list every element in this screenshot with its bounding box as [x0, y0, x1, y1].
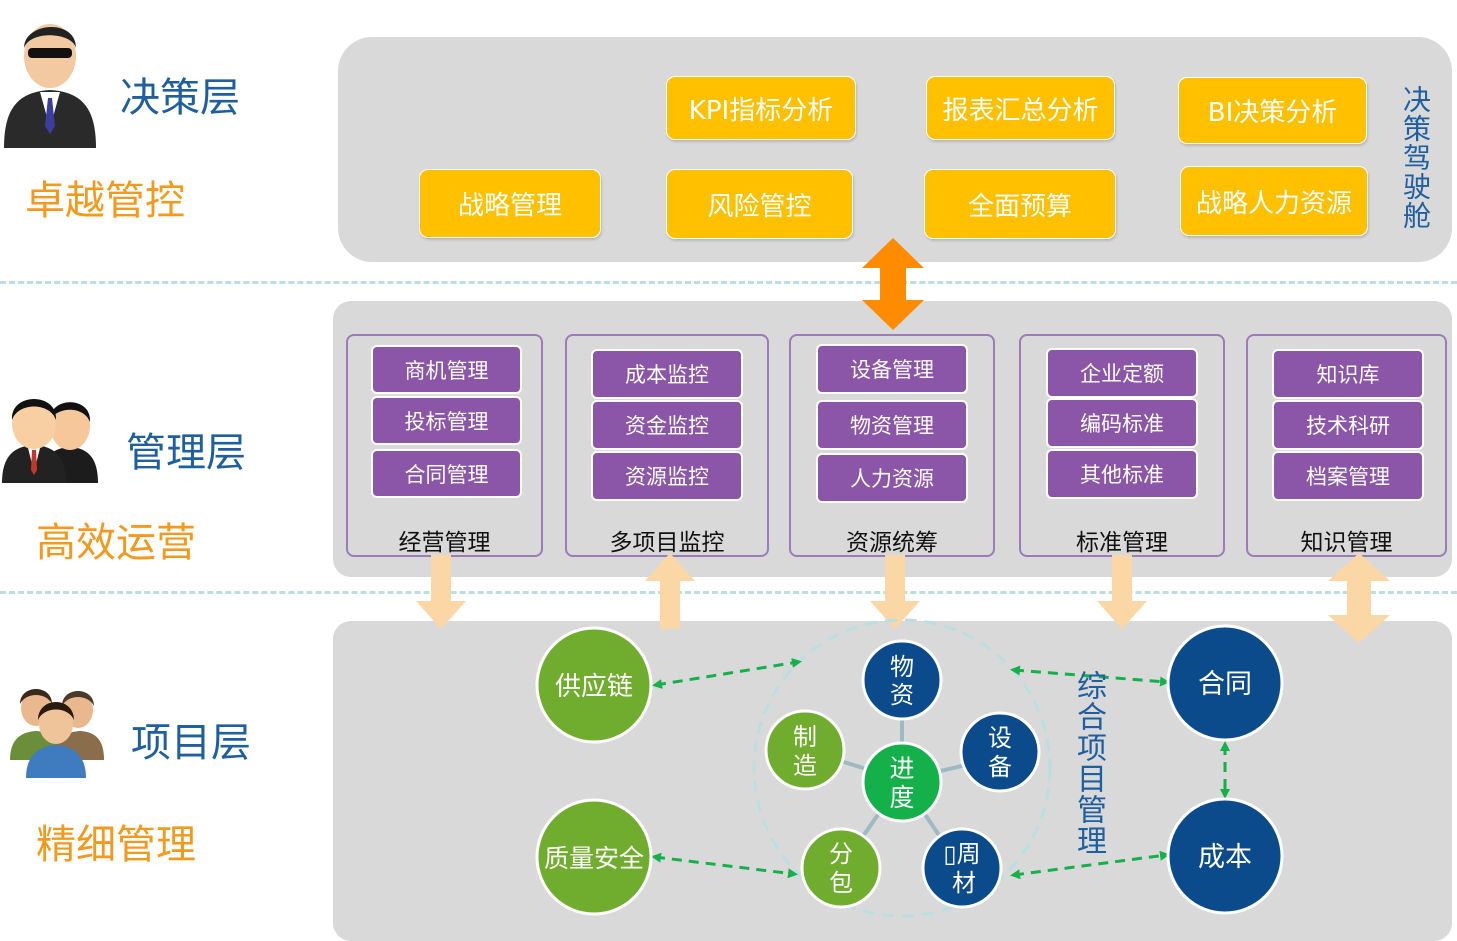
project-layer-subtitle: 精细管理 [36, 822, 196, 868]
project-layer-title: 项目层 [131, 720, 251, 766]
orange-double-arrow [862, 238, 924, 330]
subcontract-label-1: 分 [829, 840, 853, 868]
manufacturing-label-2: 造 [793, 752, 817, 780]
team-icon [10, 689, 104, 778]
archive-management-box[interactable]: 档案管理 [1272, 451, 1424, 501]
group-multi-project: 成本监控 资金监控 资源监控 多项目监控 [565, 334, 769, 557]
materials-node: 物 资 [861, 639, 943, 721]
quality-safety-label: 质量安全 [544, 844, 644, 873]
group-knowledge-title: 知识管理 [1300, 530, 1393, 556]
supply-chain-node: 供应链 [535, 626, 653, 744]
turnover-label-1: ▯周 [943, 840, 980, 868]
manufacturing-node: 制 造 [764, 709, 846, 791]
tech-research-box[interactable]: 技术科研 [1272, 400, 1424, 450]
progress-label-2: 度 [889, 783, 914, 812]
contract-node: 合同 [1166, 624, 1284, 742]
fund-monitoring-box[interactable]: 资金监控 [591, 400, 743, 450]
subcontract-node: 分 包 [800, 827, 882, 909]
turnover-label-2: 材 [952, 869, 976, 897]
risk-control-box[interactable]: 风险管控 [666, 169, 853, 239]
equipment-label-1: 设 [988, 724, 1012, 752]
pale-arrow-down-4 [1097, 555, 1147, 629]
progress-label-1: 进 [889, 754, 914, 783]
quality-safety-node: 质量安全 [535, 798, 653, 916]
pale-arrow-down-1 [416, 555, 466, 629]
progress-ring [752, 618, 1052, 918]
pale-arrow-down-3 [870, 555, 920, 629]
group-resources-title: 资源统筹 [846, 530, 938, 556]
kpi-analysis-box[interactable]: KPI指标分析 [666, 76, 856, 140]
equipment-management-box[interactable]: 设备管理 [816, 344, 968, 394]
pale-double-arrow-5 [1328, 553, 1390, 643]
materials-label-2: 资 [890, 681, 914, 709]
management-layer-title: 管理层 [126, 430, 246, 476]
opportunity-management-box[interactable]: 商机管理 [371, 345, 522, 394]
executive-icon [4, 24, 96, 148]
knowledge-base-box[interactable]: 知识库 [1272, 349, 1424, 399]
contract-management-box[interactable]: 合同管理 [371, 449, 522, 498]
progress-center-node: 进 度 [861, 741, 943, 823]
decision-layer-subtitle: 卓越管控 [25, 178, 185, 224]
materials-label-1: 物 [890, 653, 914, 681]
group-multi-project-title: 多项目监控 [609, 530, 725, 556]
pale-arrow-up-2 [645, 553, 695, 629]
decision-layer-title: 决策层 [120, 75, 240, 121]
resource-monitoring-box[interactable]: 资源监控 [591, 451, 743, 501]
arrow-quality-subcontract [651, 852, 798, 879]
management-layer-subtitle: 高效运营 [36, 520, 196, 566]
group-business-title: 经营管理 [398, 530, 491, 556]
equipment-node: 设 备 [959, 711, 1041, 793]
integrated-project-management-title: 综合项目管理 [1071, 670, 1106, 856]
group-knowledge: 知识库 技术科研 档案管理 知识管理 [1246, 334, 1447, 557]
material-management-box[interactable]: 物资管理 [816, 400, 968, 450]
subcontract-label-2: 包 [829, 869, 853, 897]
separator-bottom [0, 591, 1457, 594]
human-resources-box[interactable]: 人力资源 [816, 453, 968, 503]
cost-label: 成本 [1198, 842, 1252, 873]
group-resources: 设备管理 物资管理 人力资源 资源统筹 [789, 334, 995, 557]
managers-icon [2, 399, 98, 483]
group-business: 商机管理 投标管理 合同管理 经营管理 [346, 334, 543, 557]
report-summary-box[interactable]: 报表汇总分析 [926, 76, 1115, 140]
turnover-materials-node: ▯周 材 [921, 827, 1003, 909]
supply-chain-label: 供应链 [555, 672, 633, 702]
green-arrows [651, 658, 1230, 880]
arrow-supply-materials [652, 658, 802, 689]
cost-node: 成本 [1166, 797, 1284, 915]
project-diagram: 供应链 质量安全 合同 成本 物 资 设 备 制 造 分 包 ▯周 材 进 [535, 618, 1284, 918]
manufacturing-label-1: 制 [793, 723, 817, 751]
full-budget-box[interactable]: 全面预算 [924, 169, 1116, 239]
arrow-materials-contract [1010, 665, 1170, 687]
other-standards-box[interactable]: 其他标准 [1046, 449, 1198, 499]
bidding-management-box[interactable]: 投标管理 [371, 396, 522, 445]
strategic-hr-box[interactable]: 战略人力资源 [1180, 166, 1368, 236]
cost-monitoring-box[interactable]: 成本监控 [591, 349, 743, 399]
coding-standard-box[interactable]: 编码标准 [1046, 398, 1198, 448]
strategy-management-box[interactable]: 战略管理 [419, 169, 601, 238]
contract-label: 合同 [1198, 669, 1252, 700]
arrow-turnover-cost [1010, 850, 1170, 880]
bi-decision-box[interactable]: BI决策分析 [1178, 77, 1367, 144]
equipment-label-2: 备 [988, 753, 1012, 781]
decision-cockpit-title: 决策驾驶舱 [1399, 85, 1432, 230]
group-standards-title: 标准管理 [1076, 530, 1168, 556]
separator-top [0, 281, 1457, 284]
enterprise-quota-box[interactable]: 企业定额 [1046, 348, 1198, 398]
group-standards: 企业定额 编码标准 其他标准 标准管理 [1019, 334, 1225, 557]
